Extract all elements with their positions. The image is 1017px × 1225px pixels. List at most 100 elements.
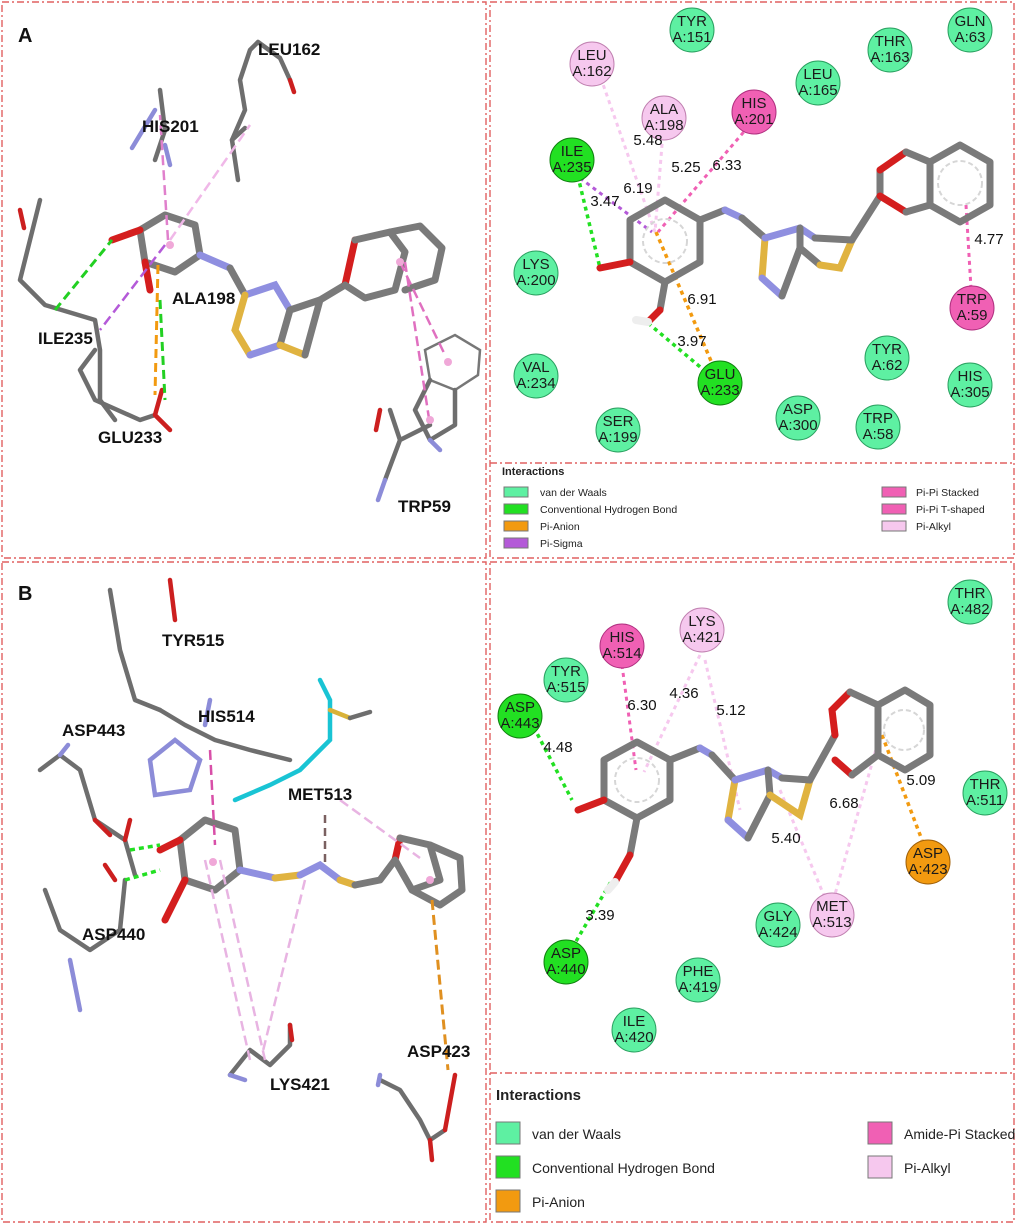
met513-sticks	[232, 677, 333, 803]
ligand-benzo-ring	[386, 222, 446, 294]
panel-a-3d-structure	[17, 39, 482, 503]
svg-text:Pi-Anion: Pi-Anion	[532, 1194, 585, 1210]
panel-a-legend: Interactions van der Waals Conventional …	[502, 466, 985, 550]
leu162-sticks	[229, 39, 293, 183]
svg-text:A:200: A:200	[516, 272, 555, 289]
svg-text:A:163: A:163	[870, 49, 909, 66]
res-thr163: THR A:163	[867, 27, 913, 73]
svg-text:MET: MET	[816, 898, 848, 915]
svg-text:van der Waals: van der Waals	[540, 487, 607, 499]
svg-text:GLU: GLU	[705, 366, 736, 383]
dist-3-97: 3.97	[677, 333, 706, 350]
res-thr511: THR A:511	[962, 770, 1008, 816]
svg-text:Pi-Anion: Pi-Anion	[540, 521, 580, 533]
svg-text:GLN: GLN	[955, 13, 986, 30]
panel-b-3d-structure	[37, 577, 466, 1163]
svg-text:ILE: ILE	[561, 143, 584, 160]
svg-text:TYR: TYR	[872, 341, 902, 358]
trp59-sticks	[382, 407, 433, 483]
res-met513: MET A:513	[809, 892, 855, 938]
svg-text:ALA: ALA	[650, 101, 678, 118]
res-ala198: ALA A:198	[641, 95, 687, 141]
panel-b-legend: Interactions van der Waals Conventional …	[495, 1087, 1015, 1213]
svg-text:A:420: A:420	[614, 1029, 653, 1046]
ligand-b2d-benzo	[874, 686, 934, 774]
res-his305: HIS A:305	[947, 362, 993, 408]
svg-text:Amide-Pi Stacked: Amide-Pi Stacked	[904, 1126, 1015, 1142]
svg-text:GLY: GLY	[764, 908, 793, 925]
res-his201: HIS A:201	[731, 89, 777, 135]
svg-text:A:423: A:423	[908, 861, 947, 878]
svg-text:A:162: A:162	[572, 63, 611, 80]
res-asp443: ASP A:443	[497, 693, 543, 739]
svg-text:VAL: VAL	[522, 359, 549, 376]
svg-text:A:424: A:424	[758, 924, 797, 941]
label-3d-asp440: ASP440	[82, 925, 145, 944]
res-asp423: ASP A:423	[905, 839, 951, 885]
svg-text:THR: THR	[970, 776, 1001, 793]
svg-text:A:235: A:235	[552, 159, 591, 176]
svg-text:ASP: ASP	[551, 945, 581, 962]
panel-b-2d-distances: 6.30 4.36 5.12 4.48 5.09 6.68 5.40 3.39	[543, 685, 935, 924]
svg-text:A:63: A:63	[955, 29, 986, 46]
svg-text:A:234: A:234	[516, 375, 555, 392]
res-val234: VAL A:234	[513, 353, 559, 399]
dist-5-25: 5.25	[671, 159, 700, 176]
dist-3-47: 3.47	[590, 193, 619, 210]
svg-text:ILE: ILE	[623, 1013, 646, 1030]
svg-text:THR: THR	[955, 585, 986, 602]
svg-text:LYS: LYS	[522, 256, 549, 273]
res-trp59: TRP A:59	[949, 285, 995, 331]
svg-text:A:62: A:62	[872, 357, 903, 374]
dist-4-36: 4.36	[669, 685, 698, 702]
ligand-2d-dioxane	[902, 148, 934, 216]
svg-text:A:443: A:443	[500, 715, 539, 732]
res-leu162: LEU A:162	[569, 41, 615, 87]
dist-6-33: 6.33	[712, 157, 741, 174]
dist-6-19: 6.19	[623, 180, 652, 197]
svg-text:Pi-Sigma: Pi-Sigma	[540, 538, 583, 550]
ligand-b-benzo	[408, 841, 466, 909]
ligand-2d-benzo-ring	[926, 141, 994, 226]
dist-6-91: 6.91	[687, 291, 716, 308]
svg-text:A:151: A:151	[672, 29, 711, 46]
svg-text:TRP: TRP	[957, 291, 987, 308]
res-tyr151: TYR A:151	[669, 7, 715, 53]
svg-text:Interactions: Interactions	[502, 466, 564, 478]
res-glu233: GLU A:233	[697, 360, 743, 406]
panel-a-2d-ligand	[572, 69, 994, 384]
svg-text:ASP: ASP	[505, 699, 535, 716]
svg-text:HIS: HIS	[609, 629, 634, 646]
dist-4-77: 4.77	[974, 231, 1003, 248]
svg-text:A:482: A:482	[950, 601, 989, 618]
his514-sticks	[157, 707, 293, 763]
panel-b-letter: B	[18, 583, 32, 605]
panel-b-3d-frame	[1, 561, 487, 1223]
res-ile420: ILE A:420	[611, 1007, 657, 1053]
tyr515-sticks	[107, 587, 163, 713]
svg-text:A:59: A:59	[957, 307, 988, 324]
svg-text:A:199: A:199	[598, 429, 637, 446]
dist-6-30: 6.30	[627, 697, 656, 714]
svg-text:van der Waals: van der Waals	[532, 1126, 621, 1142]
svg-text:HIS: HIS	[741, 95, 766, 112]
panel-a-3d-frame	[1, 1, 487, 559]
panel-a-2d-frame	[489, 1, 1015, 559]
panel-b-2d-residues: THR A:482 LYS A:421 HIS A:514 TYR A:515 …	[497, 579, 1008, 1053]
ile235-sticks	[17, 197, 118, 423]
svg-text:SER: SER	[603, 413, 634, 430]
panel-a-2d-distances: 5.48 5.25 6.33 6.19 3.47 6.91 3.97 4.77	[590, 132, 1003, 350]
asp443-sticks	[37, 752, 138, 878]
dist-5-09: 5.09	[906, 772, 935, 789]
svg-text:A:300: A:300	[778, 417, 817, 434]
label-3d-trp59: TRP59	[398, 497, 451, 516]
res-lys421: LYS A:421	[679, 607, 725, 653]
ligand-b-dioxane	[391, 834, 444, 894]
svg-text:HIS: HIS	[957, 368, 982, 385]
res-phe419: PHE A:419	[675, 957, 721, 1003]
svg-text:PHE: PHE	[683, 963, 714, 980]
svg-text:Pi-Pi T-shaped: Pi-Pi T-shaped	[916, 504, 985, 516]
svg-text:Conventional Hydrogen Bond: Conventional Hydrogen Bond	[540, 504, 677, 516]
svg-text:A:440: A:440	[546, 961, 585, 978]
